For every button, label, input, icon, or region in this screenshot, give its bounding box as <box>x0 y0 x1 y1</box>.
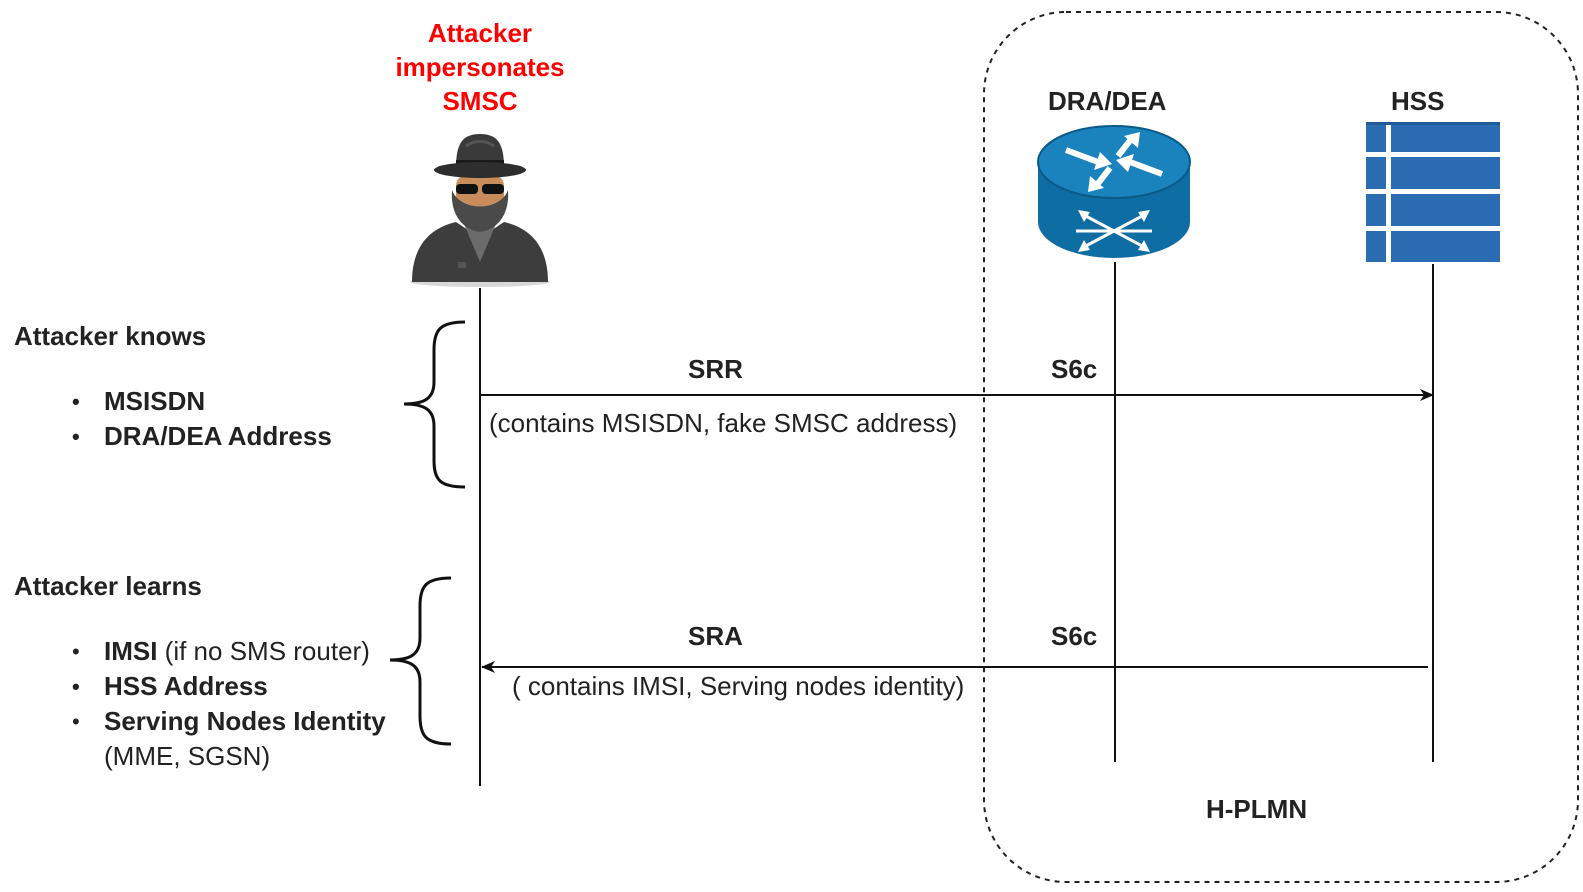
learns-item-imsi-note: (if no SMS router) <box>157 636 370 666</box>
attacker-title-line1: Attacker <box>427 18 533 48</box>
attacker-title: Attacker impersonates SMSC <box>380 16 580 118</box>
learns-item-serving-nodes-note: (MME, SGSN) <box>104 741 271 771</box>
srr-label: SRR <box>688 354 743 384</box>
hplmn-boundary <box>983 11 1579 883</box>
learns-item-serving-nodes-label: Serving Nodes Identity <box>104 706 386 736</box>
learns-brace <box>389 576 452 746</box>
knows-heading: Attacker knows <box>14 321 207 351</box>
attacker-title-line2: impersonates <box>395 52 565 82</box>
srr-contents: (contains MSISDN, fake SMSC address) <box>489 408 958 438</box>
router-icon <box>1037 125 1191 258</box>
sra-contents: ( contains IMSI, Serving nodes identity) <box>512 671 965 701</box>
knows-item-dra-address: DRA/DEA Address <box>72 419 332 454</box>
learns-item-imsi: IMSI (if no SMS router) <box>72 634 386 669</box>
sra-label: SRA <box>688 621 743 651</box>
knows-item-msisdn: MSISDN <box>72 384 332 419</box>
database-icon <box>1366 122 1500 262</box>
sra-interface-label: S6c <box>1051 621 1098 651</box>
attacker-title-line3: SMSC <box>442 86 518 116</box>
dra-label: DRA/DEA <box>1048 86 1167 116</box>
spy-icon <box>410 134 550 287</box>
learns-item-hss-address: HSS Address <box>72 669 386 704</box>
hss-label: HSS <box>1391 86 1445 116</box>
srr-interface-label: S6c <box>1051 354 1098 384</box>
learns-item-serving-nodes: Serving Nodes Identity (MME, SGSN) <box>72 704 386 774</box>
knows-list: MSISDN DRA/DEA Address <box>72 384 332 454</box>
knows-brace <box>403 320 466 489</box>
learns-item-imsi-label: IMSI <box>104 636 158 666</box>
learns-list: IMSI (if no SMS router) HSS Address Serv… <box>72 634 386 774</box>
hplmn-label: H-PLMN <box>1206 794 1308 824</box>
learns-heading: Attacker learns <box>14 571 202 601</box>
